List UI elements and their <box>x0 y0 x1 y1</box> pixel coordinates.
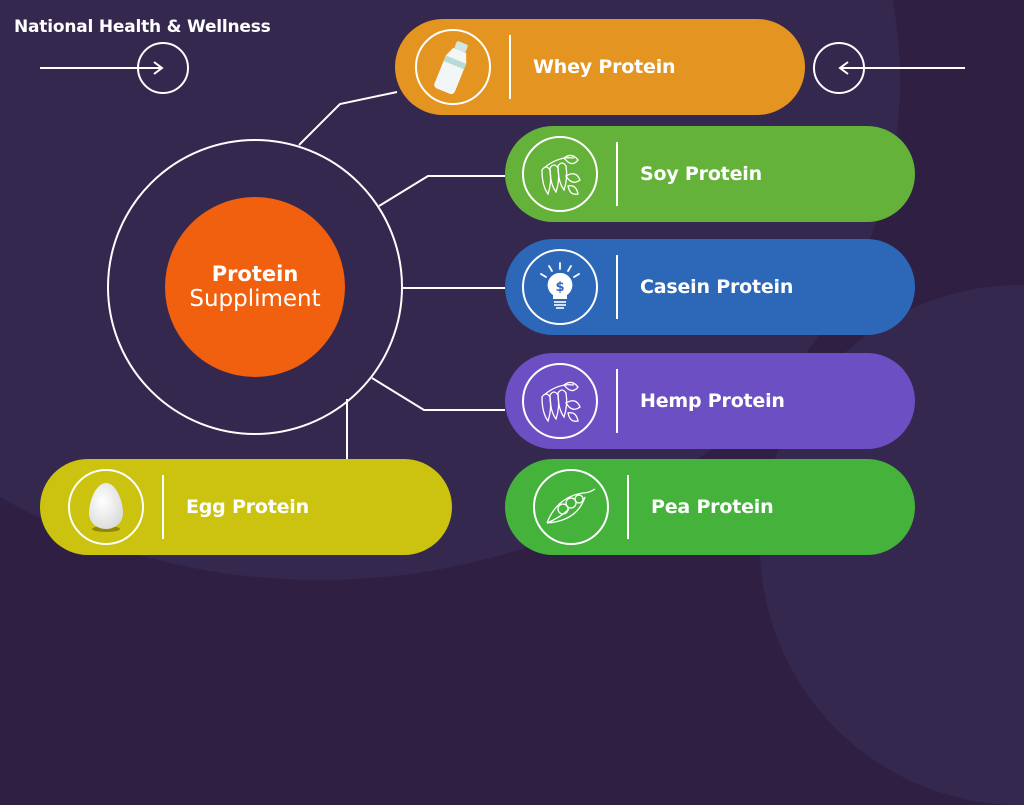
item-label: Whey Protein <box>533 56 676 78</box>
icon-ring <box>522 136 598 212</box>
divider <box>616 255 618 319</box>
item-label: Egg Protein <box>186 496 309 518</box>
next-arrow-button[interactable] <box>137 42 189 94</box>
item-casein-protein[interactable]: $ Casein Protein <box>505 239 915 335</box>
item-egg-protein[interactable]: Egg Protein <box>40 459 452 555</box>
item-soy-protein[interactable]: Soy Protein <box>505 126 915 222</box>
connector-lines <box>107 91 505 459</box>
dollar-lightbulb-icon: $ <box>540 262 580 309</box>
icon-ring <box>522 363 598 439</box>
hub-title: Protein <box>211 262 299 286</box>
page-title: National Health & Wellness <box>14 17 271 37</box>
divider <box>627 475 629 539</box>
central-hub: Protein Suppliment <box>165 197 345 377</box>
item-label: Soy Protein <box>640 163 762 185</box>
item-label: Pea Protein <box>651 496 774 518</box>
icon-ring <box>533 469 609 545</box>
hub-subtitle: Suppliment <box>189 286 321 312</box>
milk-bottle-icon <box>434 41 468 95</box>
item-label: Hemp Protein <box>640 390 785 412</box>
divider <box>616 369 618 433</box>
arrow-right-line <box>40 67 162 69</box>
item-hemp-protein[interactable]: Hemp Protein <box>505 353 915 449</box>
arrow-left-icon <box>838 61 849 75</box>
hemp-plant-icon <box>541 381 581 423</box>
soybean-plant-icon <box>541 154 581 196</box>
svg-text:$: $ <box>555 280 564 295</box>
arrow-left-line <box>841 67 965 69</box>
divider <box>162 475 164 539</box>
item-pea-protein[interactable]: Pea Protein <box>505 459 915 555</box>
pea-pod-icon <box>546 488 596 524</box>
icon-ring <box>415 29 491 105</box>
item-whey-protein[interactable]: Whey Protein <box>395 19 805 115</box>
divider <box>509 35 511 99</box>
icon-ring: $ <box>522 249 598 325</box>
item-label: Casein Protein <box>640 276 794 298</box>
icon-ring <box>68 469 144 545</box>
egg-icon <box>89 483 123 532</box>
divider <box>616 142 618 206</box>
